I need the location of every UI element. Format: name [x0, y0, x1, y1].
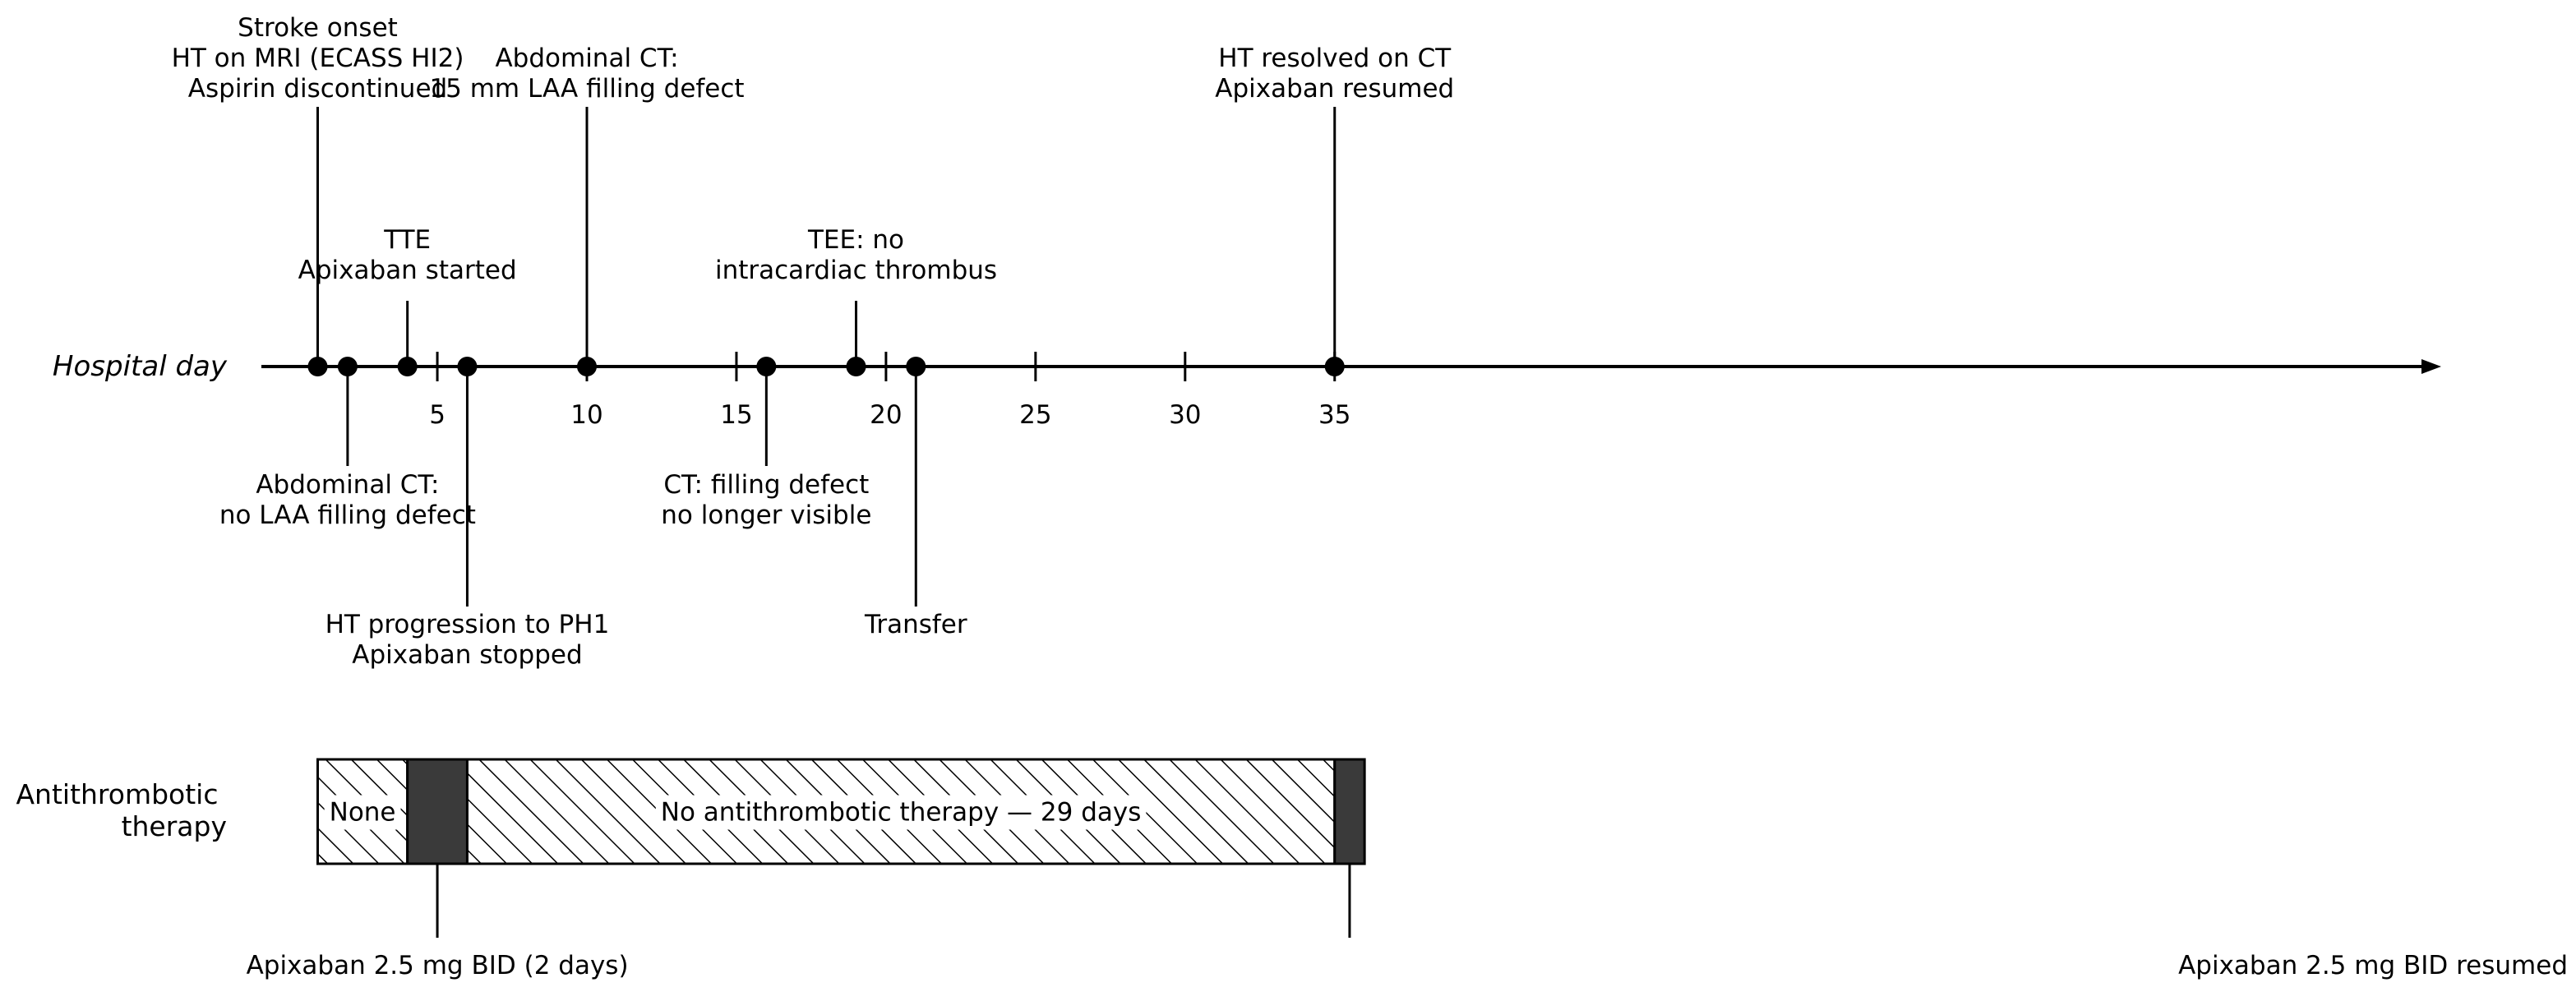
event-label-line: intracardiac thrombus	[715, 256, 997, 285]
event-label-line: Apixaban started	[298, 256, 517, 285]
therapy-label-background	[655, 795, 1147, 830]
event-label-line: Abdominal CT:	[256, 470, 439, 500]
therapy-bar: None No antithrombotic therapy — 29 days	[316, 758, 1366, 865]
event-label-line: no longer visible	[661, 501, 871, 530]
event-marker	[906, 357, 926, 376]
event-label-line: HT progression to PH1	[325, 610, 610, 639]
tick-label: 15	[720, 400, 752, 430]
event-label-line: Abdominal CT:	[495, 44, 678, 73]
therapy-segment-none: None	[316, 758, 409, 865]
therapy-segment-label: None	[330, 798, 396, 828]
therapy-label-background	[324, 795, 401, 830]
tick-group: 5 10 15 20 25 30 35	[429, 352, 1350, 430]
event-label: Abdominal CT:no LAA filling defect	[219, 470, 476, 530]
event-label-line: TEE: no	[807, 225, 904, 255]
event-label-line: HT resolved on CT	[1218, 44, 1452, 73]
event-label: Abdominal CT:15 mm LAA filling defect	[429, 44, 744, 104]
therapy-segment-rect	[1333, 758, 1366, 865]
event-label-line: Transfer	[864, 610, 967, 639]
event-label-line: Stroke onset	[238, 13, 398, 43]
event-label-line: 15 mm LAA filling defect	[429, 74, 744, 104]
therapy-callout-label: Apixaban 2.5 mg BID (2 days)	[247, 951, 629, 980]
event-label-line: TTE	[383, 225, 431, 255]
timeline-event: Abdominal CT:15 mm LAA filling defect	[429, 44, 745, 376]
event-label-line: Apixaban stopped	[352, 640, 582, 670]
tick-label: 25	[1019, 400, 1051, 430]
timeline-event: Abdominal CT:no LAA filling defect	[219, 357, 476, 530]
event-label-line: HT on MRI (ECASS HI2)	[172, 44, 464, 73]
therapy-segment-apixaban	[1333, 758, 1366, 865]
therapy-segment-label: No antithrombotic therapy — 29 days	[661, 798, 1142, 828]
therapy-segment-none: No antithrombotic therapy — 29 days	[465, 758, 1336, 865]
therapy-row-label: Antithrombotic therapy	[16, 778, 227, 842]
event-marker	[307, 357, 328, 376]
event-marker	[1324, 357, 1345, 376]
event-label-line: Apixaban resumed	[1215, 74, 1454, 104]
axis-arrow-icon	[2421, 359, 2441, 374]
event-marker	[457, 357, 478, 376]
tick-label: 10	[570, 400, 602, 430]
tick-label: 5	[429, 400, 445, 430]
axis-label: Hospital day	[53, 350, 228, 383]
event-marker	[397, 357, 418, 376]
therapy-callouts: Apixaban 2.5 mg BID (2 days) Apixaban 2.5…	[247, 864, 2568, 980]
event-label-line: no LAA filling defect	[219, 501, 476, 530]
therapy-segment-rect	[406, 758, 469, 865]
event-label: Transfer	[864, 610, 967, 639]
therapy-callout-label: Apixaban 2.5 mg BID resumed	[2178, 951, 2568, 980]
event-marker	[756, 357, 777, 376]
tick-label: 30	[1169, 400, 1201, 430]
event-label-line: CT: filling defect	[663, 470, 869, 500]
timeline-event: Transfer	[864, 357, 967, 639]
event-marker	[846, 357, 866, 376]
therapy-segment-apixaban	[406, 758, 469, 865]
event-label-line: Aspirin discontinued	[188, 74, 447, 104]
event-marker	[337, 357, 358, 376]
tick-label: 20	[870, 400, 902, 430]
event-marker	[577, 357, 598, 376]
tick-label: 35	[1318, 400, 1350, 430]
